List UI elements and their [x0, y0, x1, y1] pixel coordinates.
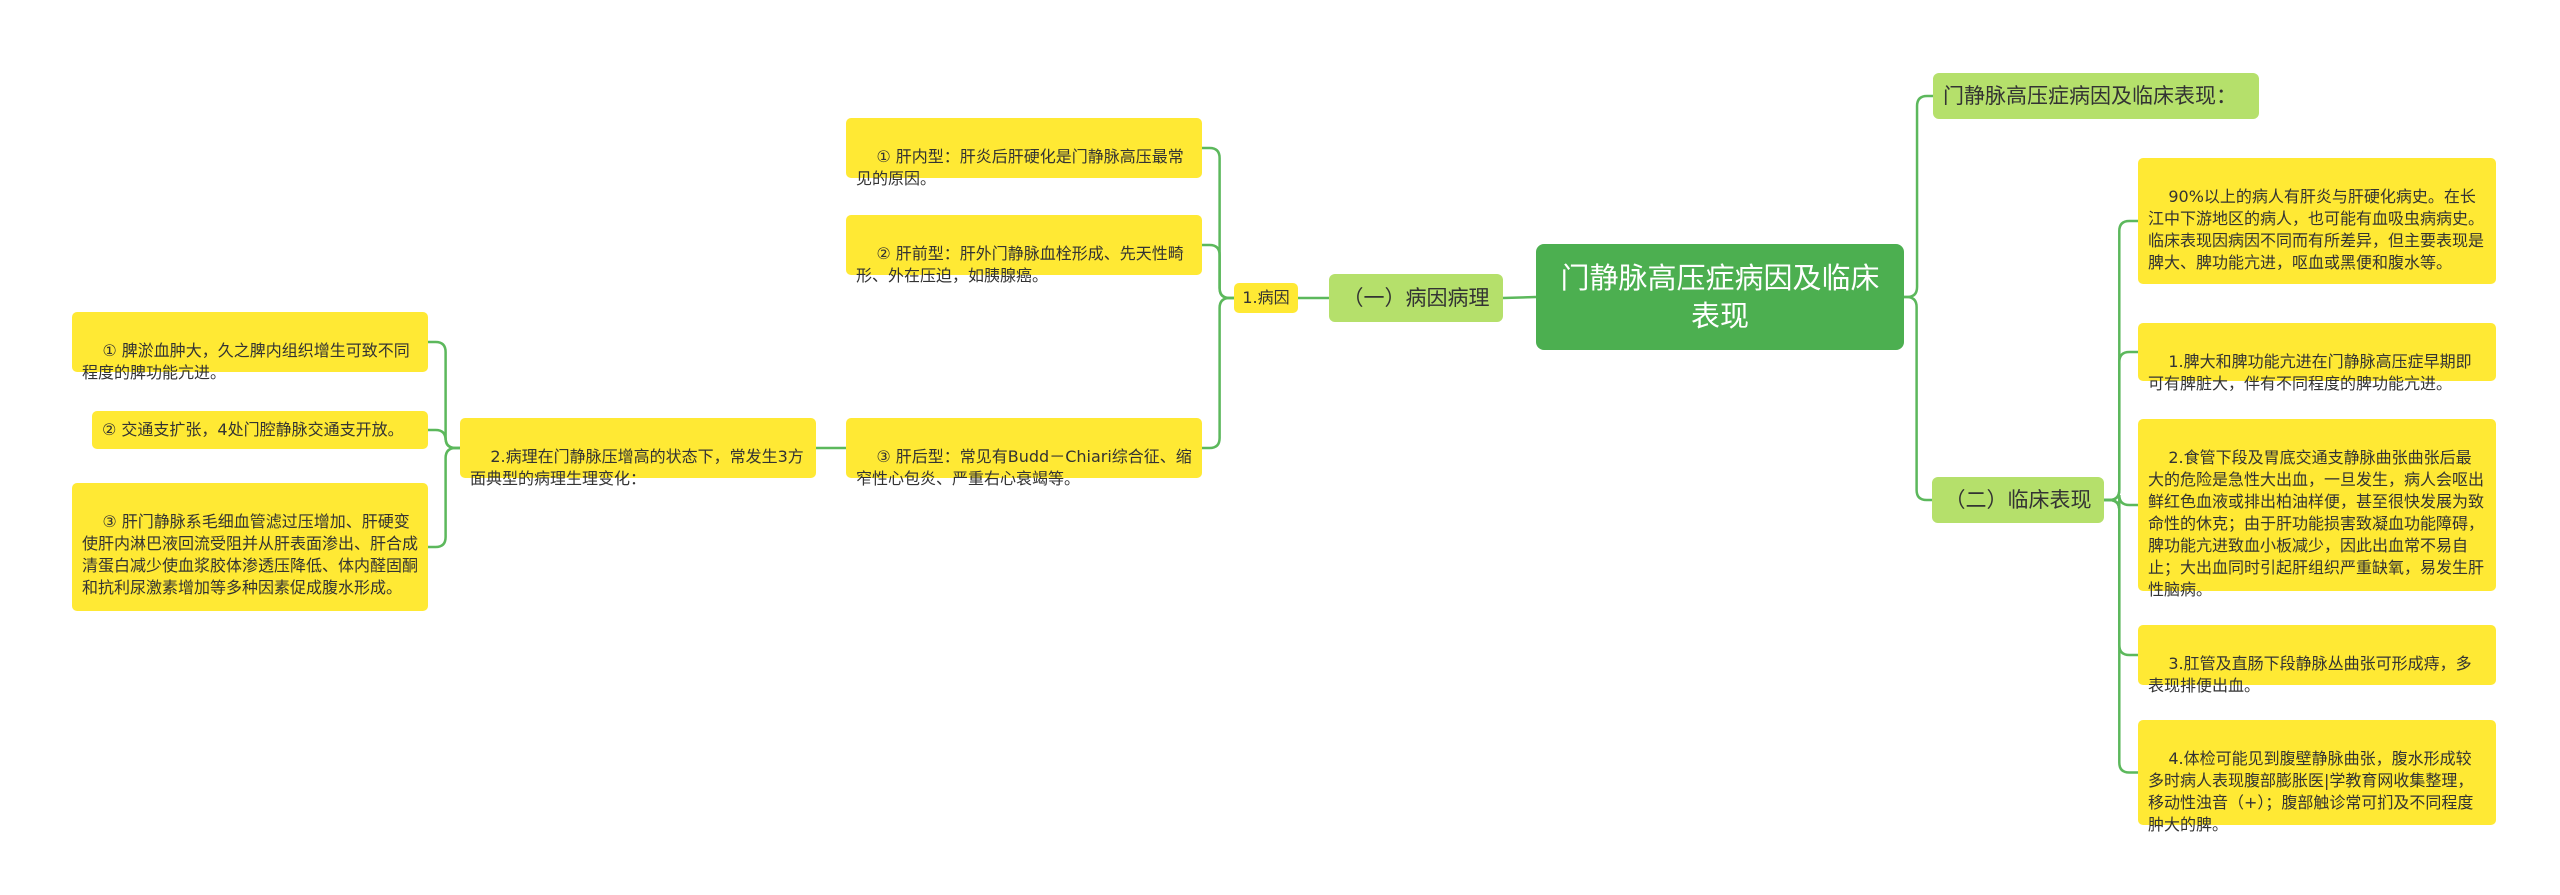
cause-type-2[interactable]: ③ 肝后型：常见有Budd－Chiari综合征、缩窄性心包炎、严重右心衰竭等。	[846, 418, 1202, 488]
cause-node[interactable]: 1.病因	[1234, 283, 1298, 313]
root-title: 门静脉高压症病因及临床表现	[1560, 261, 1880, 333]
pathology-change-2[interactable]: ③ 肝门静脉系毛细血管滤过压增加、肝硬变使肝内淋巴液回流受阻并从肝表面渗出、肝合…	[72, 483, 428, 611]
pathology-change-2-text: ③ 肝门静脉系毛细血管滤过压增加、肝硬变使肝内淋巴液回流受阻并从肝表面渗出、肝合…	[82, 512, 419, 597]
pathology-change-1[interactable]: ② 交通支扩张，4处门腔静脉交通支开放。	[92, 411, 428, 449]
connector-root-clin	[1904, 295, 1932, 502]
connector-clin-c0	[2104, 219, 2138, 502]
connector-path-p1	[428, 428, 460, 450]
clinical-item-0[interactable]: 90%以上的病人有肝炎与肝硬化病史。在长江中下游地区的病人，也可能有血吸虫病病史…	[2138, 158, 2496, 284]
root-node[interactable]: 门静脉高压症病因及临床表现	[1536, 244, 1904, 350]
clinical-item-3[interactable]: 3.肛管及直肠下段静脉丛曲张可形成痔，多表现排便出血。	[2138, 625, 2496, 695]
connector-clin-c1	[2104, 350, 2138, 502]
cause-type-0[interactable]: ① 肝内型：肝炎后肝硬化是门静脉高压最常见的原因。	[846, 118, 1202, 188]
connector-root-top	[1904, 94, 1933, 299]
connector-cause-t2	[1202, 296, 1234, 450]
pathology-change-0-text: ① 脾淤血肿大，久之脾内组织增生可致不同程度的脾功能亢进。	[82, 341, 410, 382]
branch-clinical-label: （二）临床表现	[1944, 488, 2092, 512]
connector-clin-c4	[2104, 498, 2138, 774]
connector-root-etio	[1502, 295, 1537, 300]
branch-etiology-label: （一）病因病理	[1342, 286, 1490, 310]
connector-clin-c2	[2104, 494, 2138, 511]
clinical-item-4-text: 4.体检可能见到腹壁静脉曲张，腹水形成较多时病人表现腹部膨胀医|学教育网收集整理…	[2148, 749, 2474, 834]
branch-top-title-label: 门静脉高压症病因及临床表现：	[1943, 84, 2237, 108]
clinical-item-0-text: 90%以上的病人有肝炎与肝硬化病史。在长江中下游地区的病人，也可能有血吸虫病病史…	[2148, 187, 2485, 272]
connector-cause-t0	[1202, 146, 1234, 300]
branch-clinical[interactable]: （二）临床表现	[1932, 477, 2104, 523]
cause-type-0-text: ① 肝内型：肝炎后肝硬化是门静脉高压最常见的原因。	[856, 147, 1184, 188]
pathology-change-0[interactable]: ① 脾淤血肿大，久之脾内组织增生可致不同程度的脾功能亢进。	[72, 312, 428, 382]
pathology-node[interactable]: 2.病理在门静脉压增高的状态下，常发生3方面典型的病理生理变化：	[460, 418, 816, 488]
connector-path-p2	[428, 446, 460, 549]
clinical-item-1[interactable]: 1.脾大和脾功能亢进在门静脉高压症早期即可有脾脏大，伴有不同程度的脾功能亢进。	[2138, 323, 2496, 393]
pathology-label: 2.病理在门静脉压增高的状态下，常发生3方面典型的病理生理变化：	[470, 447, 804, 488]
pathology-change-1-text: ② 交通支扩张，4处门腔静脉交通支开放。	[102, 420, 404, 439]
cause-type-1-text: ② 肝前型：肝外门静脉血栓形成、先天性畸形、外在压迫，如胰腺癌。	[856, 244, 1184, 285]
cause-type-1[interactable]: ② 肝前型：肝外门静脉血栓形成、先天性畸形、外在压迫，如胰腺癌。	[846, 215, 1202, 285]
clinical-item-3-text: 3.肛管及直肠下段静脉丛曲张可形成痔，多表现排便出血。	[2148, 654, 2472, 695]
cause-label: 1.病因	[1242, 288, 1290, 307]
clinical-item-1-text: 1.脾大和脾功能亢进在门静脉高压症早期即可有脾脏大，伴有不同程度的脾功能亢进。	[2148, 352, 2472, 393]
clinical-item-4[interactable]: 4.体检可能见到腹壁静脉曲张，腹水形成较多时病人表现腹部膨胀医|学教育网收集整理…	[2138, 720, 2496, 834]
branch-etiology[interactable]: （一）病因病理	[1329, 274, 1503, 322]
connector-clin-c3	[2104, 498, 2138, 657]
cause-type-2-text: ③ 肝后型：常见有Budd－Chiari综合征、缩窄性心包炎、严重右心衰竭等。	[856, 447, 1192, 488]
connector-cause-t1	[1202, 243, 1234, 300]
clinical-item-2-text: 2.食管下段及胃底交通支静脉曲张曲张后最大的危险是急性大出血，一旦发生，病人会呕…	[2148, 448, 2485, 599]
clinical-item-2[interactable]: 2.食管下段及胃底交通支静脉曲张曲张后最大的危险是急性大出血，一旦发生，病人会呕…	[2138, 419, 2496, 599]
branch-top-title[interactable]: 门静脉高压症病因及临床表现：	[1933, 73, 2259, 119]
